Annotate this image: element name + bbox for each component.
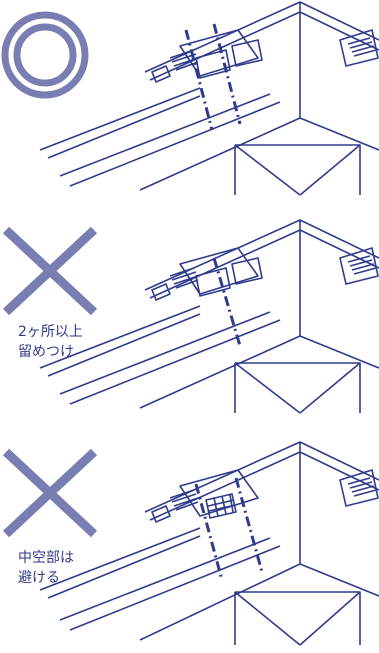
caption-line-2: 避ける: [18, 570, 60, 586]
caption-line-1: 2ヶ所以上: [18, 324, 83, 340]
caption-two-places: 2ヶ所以上 留めつけ: [18, 322, 83, 362]
cross-icon: [2, 448, 98, 538]
double-circle-icon: [1, 11, 89, 99]
roof-eave-diagram: [39, 219, 379, 414]
panel-wrong-two-places: 2ヶ所以上 留めつけ: [0, 218, 379, 423]
roof-eave-diagram: [39, 441, 379, 646]
caption-line-2: 留めつけ: [18, 344, 74, 360]
roof-eave-diagram: [39, 1, 379, 196]
panel-wrong-hollow: 中空部は 避ける: [0, 440, 379, 653]
caption-line-1: 中空部は: [18, 550, 74, 566]
caption-hollow: 中空部は 避ける: [18, 548, 74, 588]
cross-icon: [2, 226, 98, 316]
panel-correct: [0, 0, 379, 205]
